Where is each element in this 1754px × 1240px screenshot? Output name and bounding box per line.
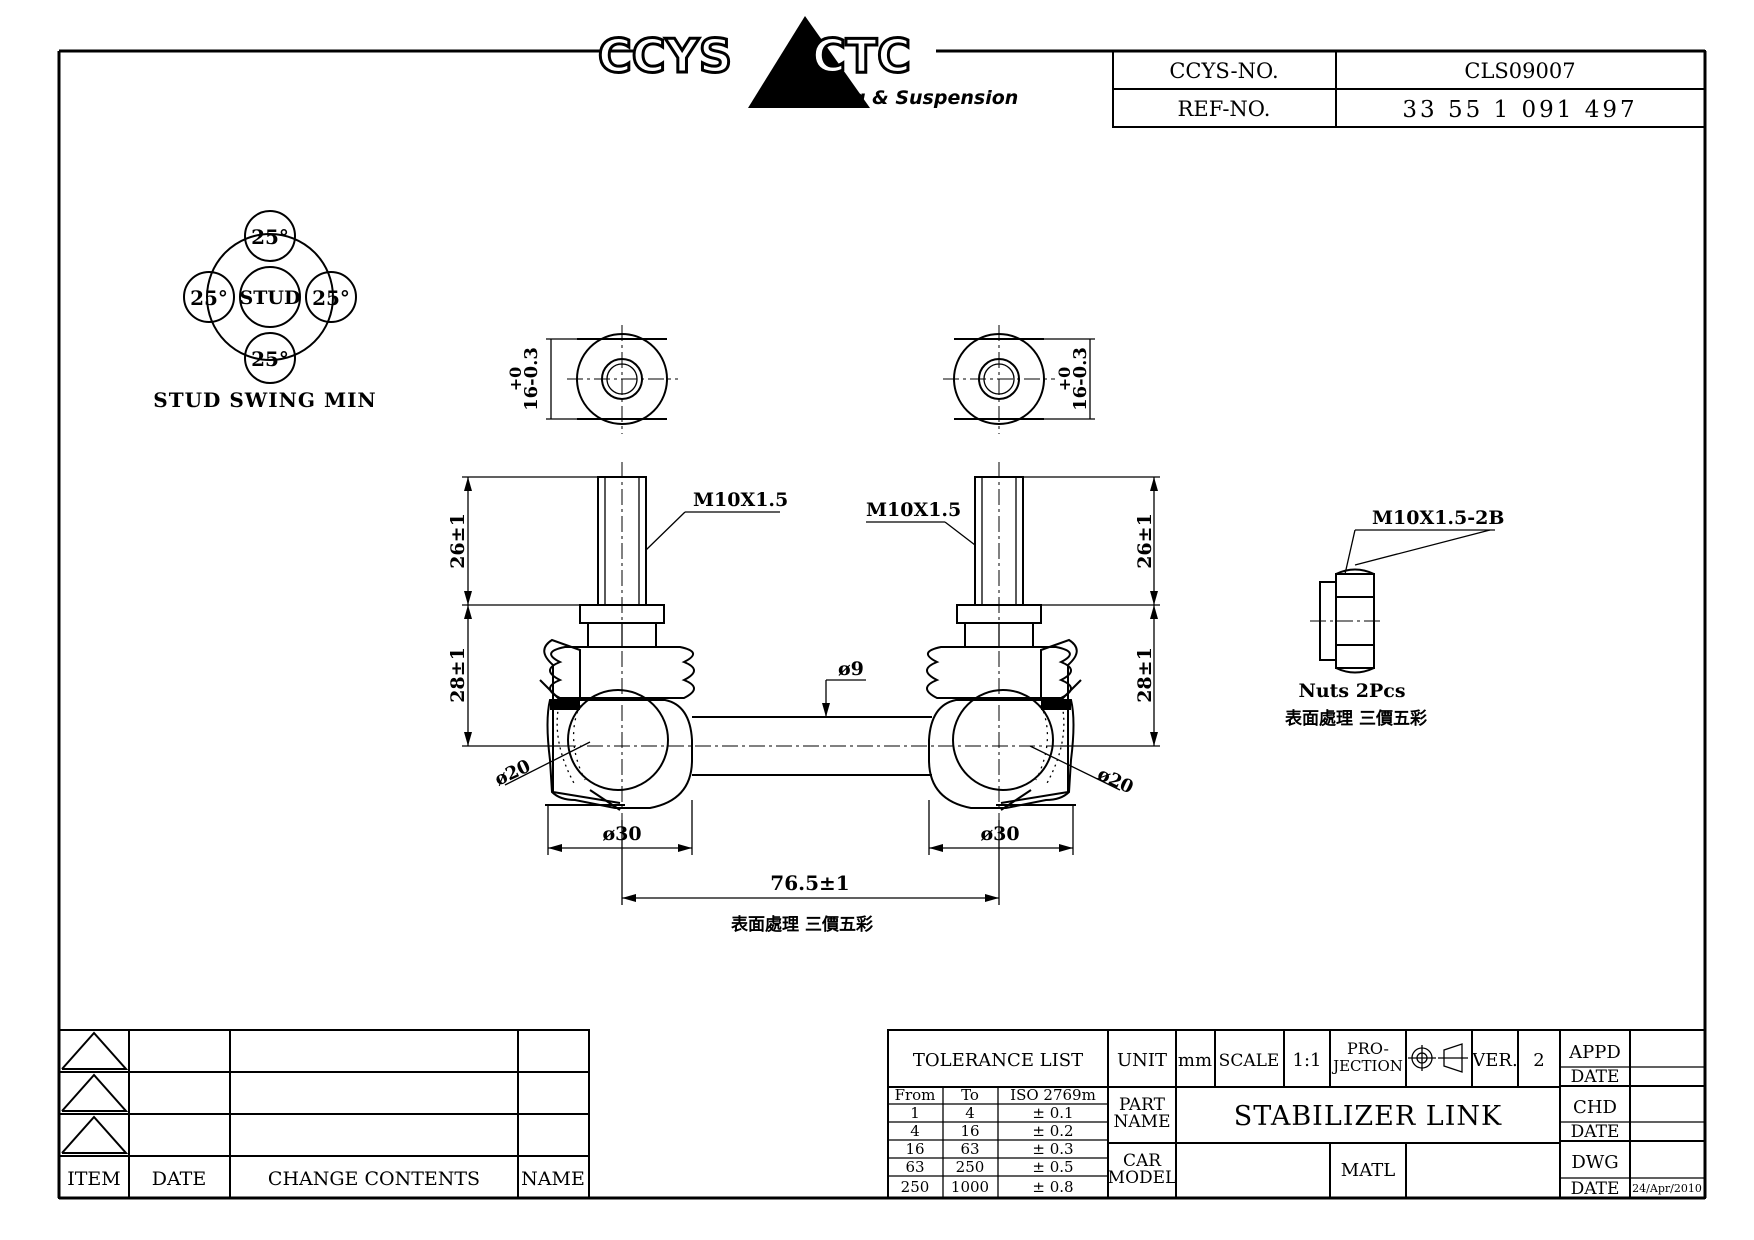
swing-right-label: 25° (312, 286, 350, 310)
washer-view-right: 16-0.3 +0 (943, 325, 1095, 434)
thread-right-label: M10X1.5 (866, 499, 961, 521)
washer-right-dim: 16-0.3 (1070, 347, 1091, 411)
rev-header-date: DATE (152, 1168, 206, 1190)
tol-row-to: 63 (960, 1140, 979, 1158)
ball-left-diameter: ø20 (491, 756, 533, 791)
nut-spec-label: M10X1.5-2B (1372, 507, 1504, 529)
rev-header-item: ITEM (67, 1168, 121, 1190)
swing-center-label: STUD (240, 287, 301, 309)
ver-label: VER. (1471, 1050, 1517, 1071)
tol-row-value: ± 0.3 (1032, 1140, 1073, 1158)
tol-header-iso: ISO 2769m (1010, 1086, 1096, 1104)
tol-row-value: ± 0.8 (1032, 1178, 1073, 1196)
tol-row-from: 16 (905, 1140, 924, 1158)
tol-row-value: ± 0.2 (1032, 1122, 1073, 1140)
ref-no-value: 33 55 1 091 497 (1402, 97, 1637, 123)
tol-row-to: 250 (956, 1158, 985, 1176)
tol-row-from: 63 (905, 1158, 924, 1176)
ver-value: 2 (1533, 1050, 1544, 1071)
body-height-left-dim: 28±1 (447, 647, 469, 703)
link-surface-treatment: 表面處理 三價五彩 (731, 914, 873, 935)
unit-value: mm (1178, 1050, 1212, 1071)
tol-header-from: From (895, 1086, 936, 1104)
matl-label: MATL (1341, 1160, 1395, 1181)
stud-swing-caption: STUD SWING MIN (153, 388, 376, 412)
dim-right-vertical (1023, 476, 1160, 747)
rod-diameter-label: ø9 (838, 658, 864, 680)
tol-row-from: 250 (901, 1178, 930, 1196)
car-model-label-line2: MODEL (1108, 1168, 1177, 1188)
center-distance-dim: 76.5±1 (770, 871, 849, 895)
dwg-label: DWG (1571, 1152, 1618, 1173)
ball-joint-right (926, 462, 1082, 820)
ccys-no-value: CLS09007 (1464, 59, 1575, 83)
part-name-label-line2: NAME (1114, 1112, 1171, 1132)
ball-joint-left (539, 462, 695, 820)
tol-row-from: 1 (910, 1104, 920, 1122)
chd-label: CHD (1573, 1097, 1617, 1118)
washer-left-dim: 16-0.3 (521, 347, 542, 411)
stabilizer-link-side-view: 26±1 28±1 26±1 28±1 M10X1.5 M10X1.5 ø9 ø… (447, 462, 1160, 935)
scale-label: SCALE (1219, 1051, 1280, 1071)
dwg-date-label: DATE (1571, 1179, 1620, 1199)
projection-symbol-icon (1408, 1043, 1468, 1073)
swing-bottom-label: 25° (251, 347, 289, 371)
ref-no-label: REF-NO. (1178, 97, 1271, 121)
swing-top-label: 25° (251, 225, 289, 249)
unit-label: UNIT (1117, 1050, 1167, 1071)
nut-view: M10X1.5-2B Nuts 2Pcs 表面處理 三價五彩 (1285, 507, 1504, 729)
scale-value: 1:1 (1293, 1050, 1322, 1071)
tol-row-to: 1000 (951, 1178, 989, 1196)
part-name-value: STABILIZER LINK (1234, 1101, 1502, 1132)
washer-left-tol: +0 (506, 367, 525, 392)
appd-date-label: DATE (1571, 1067, 1620, 1087)
tol-row-value: ± 0.1 (1032, 1104, 1073, 1122)
dwg-date-value: 24/Apr/2010 (1632, 1182, 1702, 1195)
car-model-label-line1: CAR (1123, 1151, 1162, 1171)
tol-row-value: ± 0.5 (1032, 1158, 1073, 1176)
logo-brand-right: CTC (812, 29, 911, 83)
rev-header-name: NAME (521, 1168, 585, 1190)
chd-date-label: DATE (1571, 1122, 1620, 1142)
tol-row-to: 4 (965, 1104, 975, 1122)
nut-surface-treatment: 表面處理 三價五彩 (1285, 708, 1427, 729)
connecting-rod (560, 716, 1060, 776)
logo-brand-left: CCYS (598, 29, 732, 83)
projection-label-line1: PRO- (1347, 1039, 1389, 1058)
body-height-right-dim: 28±1 (1134, 647, 1156, 703)
tol-row-from: 4 (910, 1122, 920, 1140)
dim-left-vertical (462, 476, 598, 747)
stud-length-left-dim: 26±1 (447, 513, 469, 569)
logo-triangle (748, 16, 870, 108)
stud-swing-diagram: 25° 25° 25° 25° STUD STUD SWING MIN (153, 210, 376, 412)
appd-label: APPD (1568, 1042, 1621, 1063)
border-frame (57, 49, 1707, 1200)
part-name-label-line1: PART (1119, 1095, 1166, 1115)
housing-right-diameter: ø30 (980, 823, 1019, 845)
nut-qty-label: Nuts 2Pcs (1298, 680, 1405, 702)
ball-right-diameter: ø20 (1094, 764, 1136, 799)
ccys-no-label: CCYS-NO. (1169, 59, 1278, 83)
stud-length-right-dim: 26±1 (1134, 513, 1156, 569)
tolerance-title: TOLERANCE LIST (913, 1050, 1083, 1071)
washer-view-left: 16-0.3 +0 (506, 325, 678, 434)
company-logo: CCYS CTC Steering & Suspension (597, 16, 1018, 109)
washer-right-tol: +0 (1055, 367, 1074, 392)
revision-table: ITEM DATE CHANGE CONTENTS NAME (58, 1029, 590, 1199)
title-block: TOLERANCE LIST From To ISO 2769m 1 4 ± 0… (887, 1029, 1706, 1199)
rev-header-change: CHANGE CONTENTS (268, 1168, 480, 1190)
header-table: CCYS-NO. CLS09007 REF-NO. 33 55 1 091 49… (1112, 50, 1706, 128)
thread-left-label: M10X1.5 (693, 489, 788, 511)
swing-left-label: 25° (190, 286, 228, 310)
tol-header-to: To (961, 1086, 979, 1104)
logo-tagline: Steering & Suspension (774, 87, 1018, 109)
projection-label-line2: JECTION (1331, 1057, 1403, 1075)
tol-row-to: 16 (960, 1122, 979, 1140)
